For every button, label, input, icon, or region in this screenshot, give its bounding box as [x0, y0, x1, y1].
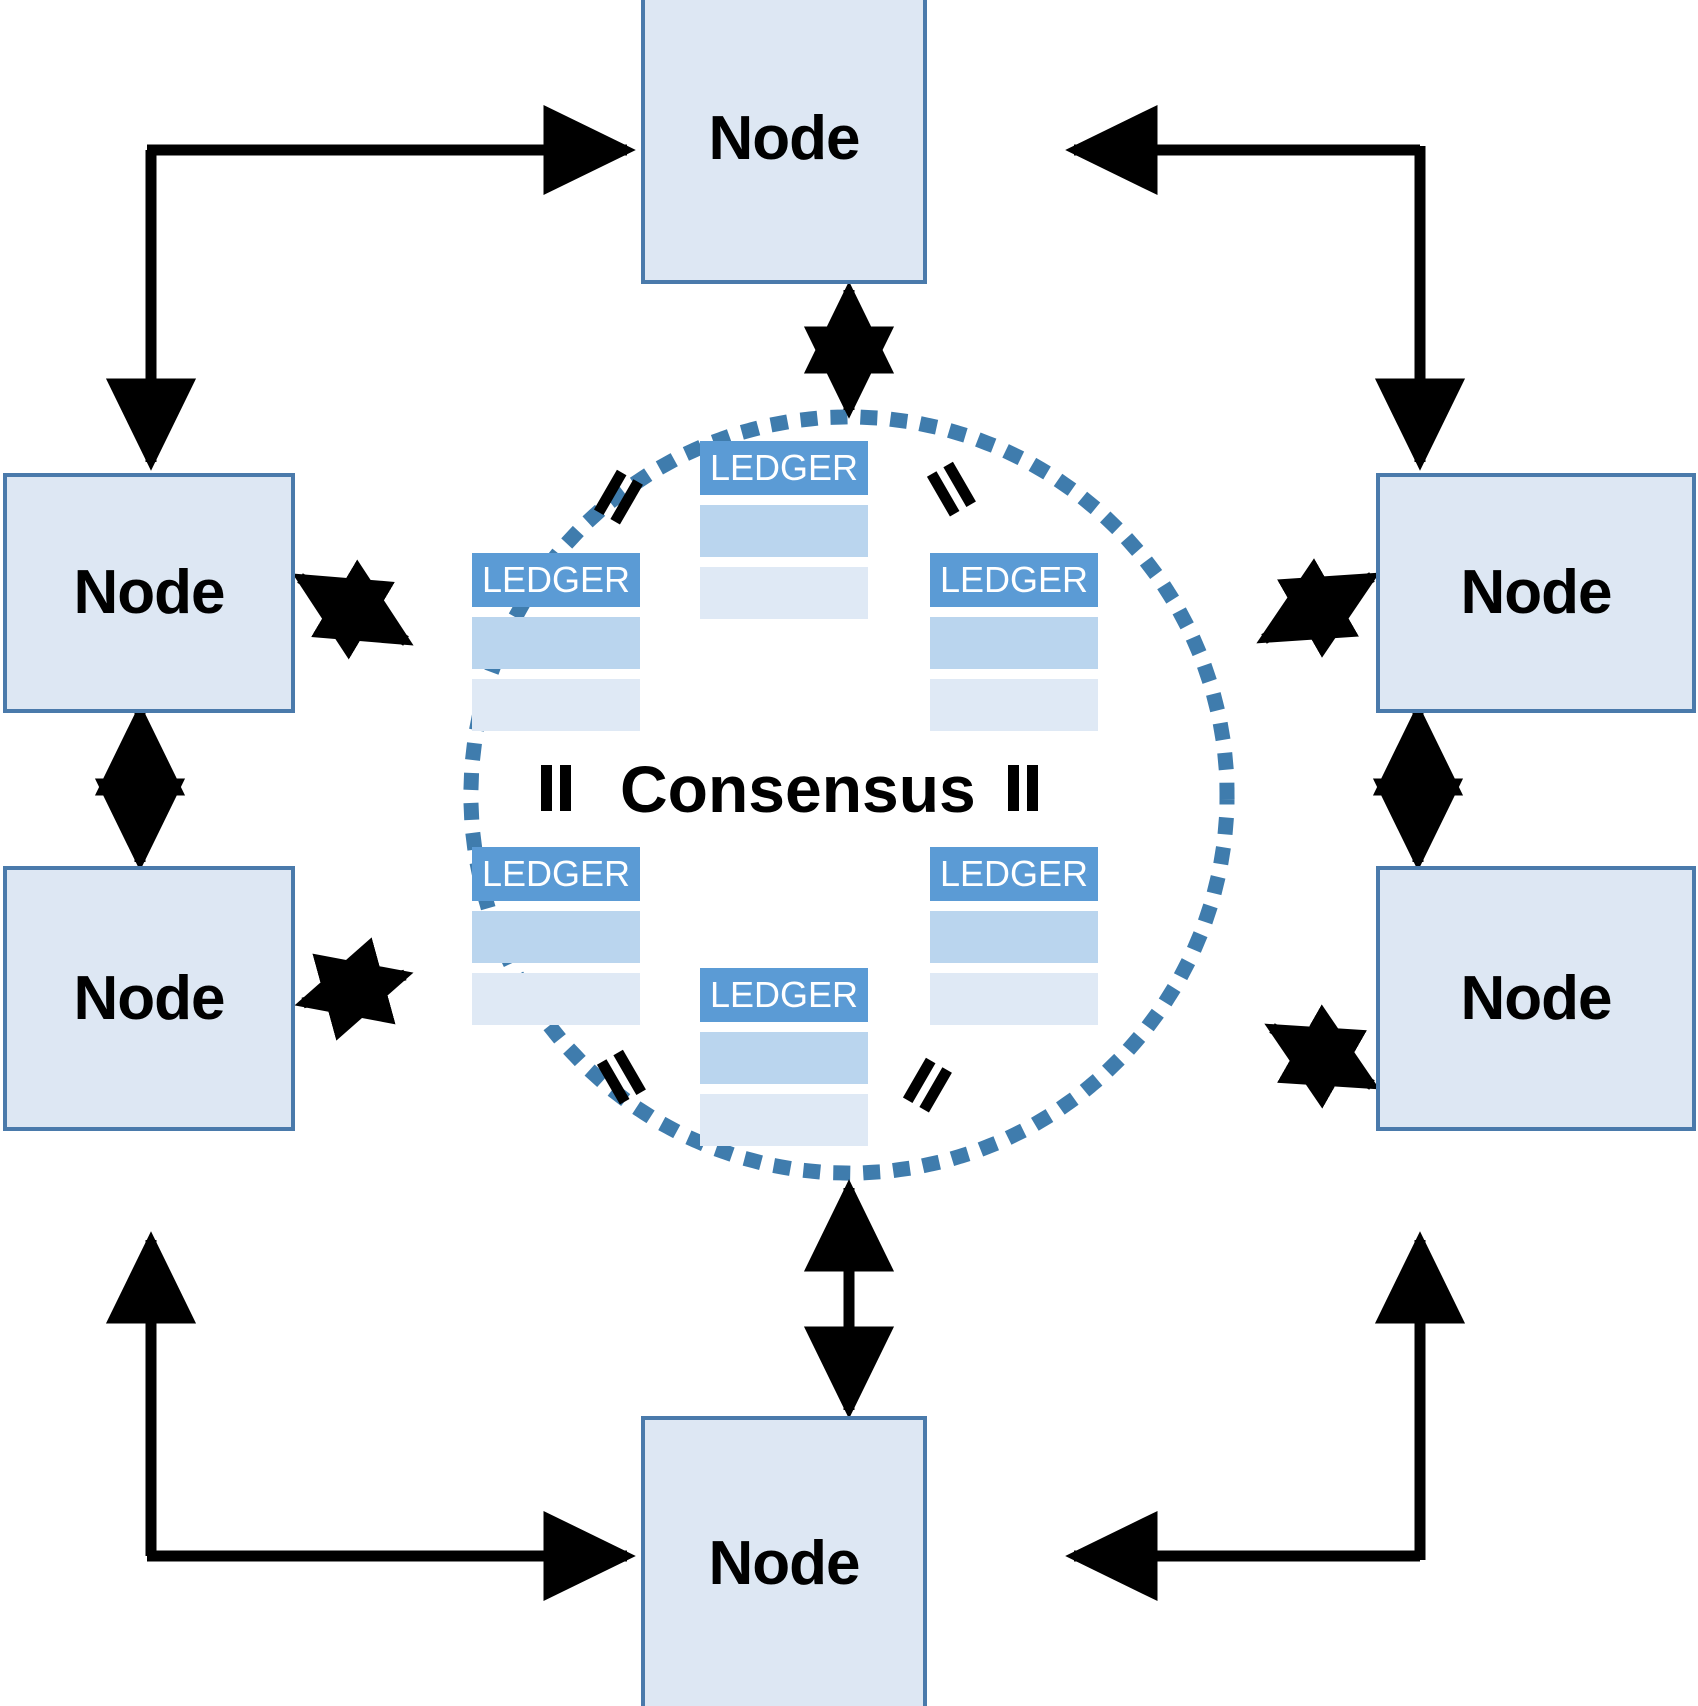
ledger-row: [700, 1032, 868, 1084]
arrow-right-lower-to-consensus: [1264, 1004, 1380, 1109]
arrow-left-lower-to-consensus: [294, 937, 414, 1041]
equals-mark-icon: [1008, 765, 1038, 813]
ledger-row: [930, 617, 1098, 669]
ledger-upper-right-header: LEDGER: [930, 553, 1098, 607]
ledger-bottom[interactable]: LEDGER: [700, 968, 868, 1146]
ledger-upper-left[interactable]: LEDGER: [472, 553, 640, 731]
node-left-upper[interactable]: Node: [3, 473, 295, 713]
node-right-lower-label: Node: [1460, 963, 1613, 1033]
consensus-label: Consensus: [620, 752, 976, 826]
arrow-left-upper-to-consensus: [292, 559, 414, 660]
ledger-upper-right[interactable]: LEDGER: [930, 553, 1098, 731]
equals-mark-icon: [541, 765, 571, 813]
ledger-lower-right-header: LEDGER: [930, 847, 1098, 901]
node-left-upper-label: Node: [73, 558, 226, 627]
node-left-lower[interactable]: Node: [3, 866, 295, 1131]
ledger-row: [700, 567, 868, 619]
node-right-upper[interactable]: Node: [1376, 473, 1696, 713]
node-bottom[interactable]: Node: [641, 1416, 927, 1706]
ledger-lower-left[interactable]: LEDGER: [472, 847, 640, 1025]
arrow-right-upper-to-consensus: [1256, 558, 1380, 658]
ledger-row: [930, 911, 1098, 963]
ledger-bottom-header: LEDGER: [700, 968, 868, 1022]
ledger-row: [700, 505, 868, 557]
ledger-row: [472, 679, 640, 731]
node-top-label: Node: [708, 104, 861, 173]
ledger-lower-left-header: LEDGER: [472, 847, 640, 901]
ledger-row: [472, 973, 640, 1025]
node-top[interactable]: Node: [641, 0, 927, 284]
ledger-row: [930, 973, 1098, 1025]
ledger-top[interactable]: LEDGER: [700, 441, 868, 619]
node-right-upper-label: Node: [1460, 558, 1613, 627]
consensus-circle: [463, 409, 1235, 1181]
node-left-lower-label: Node: [73, 963, 226, 1033]
ledger-row: [472, 617, 640, 669]
node-right-lower[interactable]: Node: [1376, 866, 1696, 1131]
ledger-top-header: LEDGER: [700, 441, 868, 495]
node-bottom-label: Node: [708, 1529, 861, 1598]
ledger-lower-right[interactable]: LEDGER: [930, 847, 1098, 1025]
ledger-row: [930, 679, 1098, 731]
ledger-upper-left-header: LEDGER: [472, 553, 640, 607]
ledger-row: [700, 1094, 868, 1146]
ledger-row: [472, 911, 640, 963]
